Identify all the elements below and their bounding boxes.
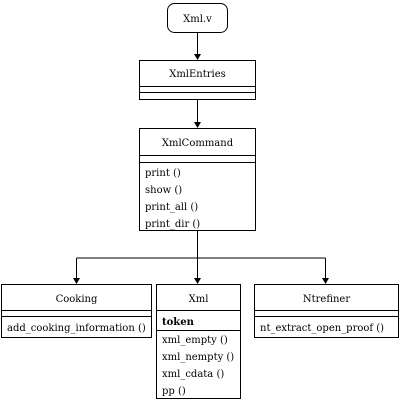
class-cooking-title: Cooking xyxy=(56,294,98,305)
class-xml-method: xml_empty () xyxy=(162,335,228,346)
node-xml-v: Xml.v xyxy=(167,3,228,33)
arrowhead-cooking xyxy=(73,278,80,284)
class-xmlcommand-method: show () xyxy=(145,185,182,196)
class-xmlentries: XmlEntries xyxy=(139,60,256,100)
class-cooking-method: add_cooking_information () xyxy=(7,323,146,334)
class-xmlcommand-method: print_dir () xyxy=(145,219,200,230)
class-xml-method: xml_nempty () xyxy=(162,352,234,363)
class-xml-frame xyxy=(156,284,241,399)
class-xml-title: Xml xyxy=(189,294,209,305)
class-xmlcommand-title: XmlCommand xyxy=(162,138,234,149)
class-ntrefiner: Ntrefiner nt_extract_open_proof () xyxy=(254,284,399,338)
node-xml-v-label: Xml.v xyxy=(183,14,212,25)
class-xml-attribute: token xyxy=(162,317,195,328)
arrowhead-xml xyxy=(194,278,201,284)
arrowhead-command xyxy=(194,122,201,128)
class-xmlcommand: XmlCommand print () show () print_all ()… xyxy=(139,128,256,231)
class-ntrefiner-method: nt_extract_open_proof () xyxy=(260,323,384,334)
class-xmlentries-frame xyxy=(139,60,256,100)
class-ntrefiner-title: Ntrefiner xyxy=(303,294,350,305)
class-xmlcommand-method: print () xyxy=(145,168,181,179)
class-xml-method: xml_cdata () xyxy=(162,369,224,380)
class-cooking: Cooking add_cooking_information () xyxy=(1,284,152,338)
arrowhead-ntrefiner xyxy=(322,278,329,284)
class-xml: Xml token xml_empty () xml_nempty () xml… xyxy=(156,284,241,399)
arrowhead-entries xyxy=(194,54,201,60)
node-xml-v-frame xyxy=(167,3,228,33)
class-xmlcommand-frame xyxy=(139,128,256,231)
class-xml-method: pp () xyxy=(162,386,186,397)
class-xmlentries-title: XmlEntries xyxy=(169,69,226,80)
connectors xyxy=(73,33,329,284)
class-xmlcommand-method: print_all () xyxy=(145,202,198,213)
